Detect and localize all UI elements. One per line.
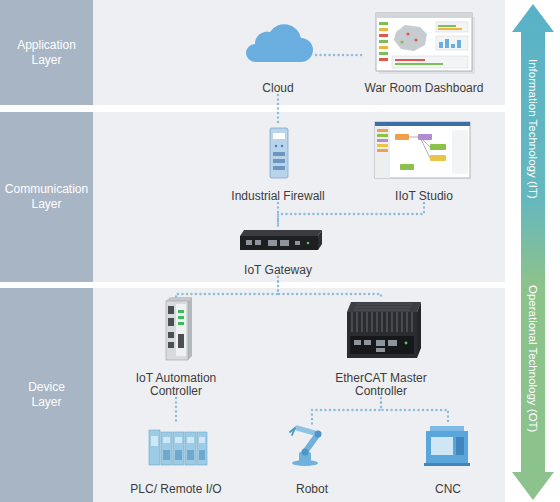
device-node: Cloud	[240, 28, 316, 95]
layer-band: IoT Automation Controller EtherCAT Master…	[0, 288, 505, 502]
device-node: Robot	[280, 424, 344, 496]
device-label: Industrial Firewall	[218, 190, 338, 203]
device-label: Robot	[280, 483, 344, 496]
device-node: IIoT Studio	[374, 117, 474, 203]
device-node: IoT Automation Controller	[124, 298, 228, 398]
device-label: IoT Gateway	[228, 264, 328, 277]
domain-label: Operational Technology (OT)	[512, 244, 554, 474]
device-node: PLC/ Remote I/O	[120, 424, 232, 496]
layer-label: Communication Layer	[5, 182, 88, 212]
device-node: Industrial Firewall	[218, 125, 338, 203]
domain-label: Information Technology (IT)	[512, 34, 554, 224]
device-label: IoT Automation Controller	[124, 372, 228, 398]
device-label: War Room Dashboard	[362, 82, 486, 95]
device-node: CNC	[416, 424, 480, 496]
device-label: CNC	[416, 483, 480, 496]
device-node: EtherCAT Master Controller	[326, 298, 436, 398]
device-label: EtherCAT Master Controller	[326, 372, 436, 398]
device-node: War Room Dashboard	[362, 8, 486, 95]
layer-label: Application Layer	[17, 38, 76, 68]
double-arrow-shape	[512, 4, 554, 500]
it-ot-arrow: Information Technology (IT) Operational T…	[512, 4, 554, 500]
device-label: IIoT Studio	[374, 190, 474, 203]
device-node: IoT Gateway	[228, 228, 328, 277]
device-label: PLC/ Remote I/O	[120, 483, 232, 496]
device-label: Cloud	[240, 82, 316, 95]
layer-band: Industrial Firewall IIoT StudioIoT Gatewa…	[0, 112, 505, 282]
layer-band: Cloud War Room Dashboard Application Layer	[0, 0, 505, 105]
layer-label: Device Layer	[28, 380, 65, 410]
